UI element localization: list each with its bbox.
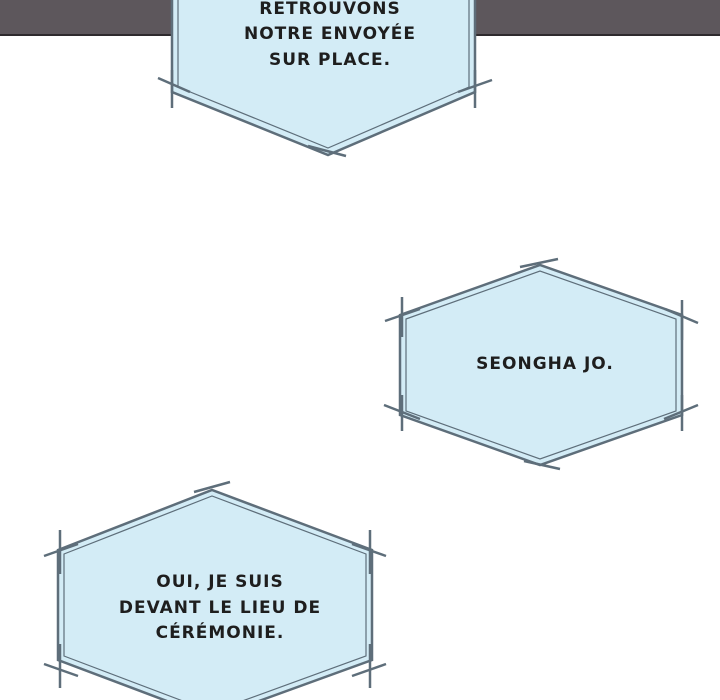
hexagon-bubble-shape <box>157 0 493 158</box>
hexagon-bubble-shape <box>43 480 387 700</box>
bubble-1-line-3: SUR PLACE. <box>268 49 392 70</box>
speech-bubble-3: OUI, JE SUIS DEVANT LE LIEU DE CÉRÉMONIE… <box>40 478 400 700</box>
bubble-3-line-1: OUI, JE SUIS <box>156 572 284 593</box>
bubble-1-text: RETROUVONS NOTRE ENVOYÉE SUR PLACE. <box>190 0 470 70</box>
bubble-1-line-2: NOTRE ENVOYÉE <box>244 24 416 45</box>
speech-bubble-2: SEONGHA JO. <box>380 255 710 480</box>
bubble-1-line-1: RETROUVONS <box>259 0 401 19</box>
bubble-3-text: OUI, JE SUIS DEVANT LE LIEU DE CÉRÉMONIE… <box>70 566 370 651</box>
speech-bubble-1: RETROUVONS NOTRE ENVOYÉE SUR PLACE. <box>150 0 510 160</box>
bubble-2-text: SEONGHA JO. <box>410 345 680 385</box>
bubble-3-line-3: CÉRÉMONIE. <box>155 623 285 644</box>
bubble-2-line-1: SEONGHA JO. <box>476 354 614 375</box>
hexagon-bubble-shape <box>383 257 699 471</box>
bubble-3-line-2: DEVANT LE LIEU DE <box>118 597 322 618</box>
